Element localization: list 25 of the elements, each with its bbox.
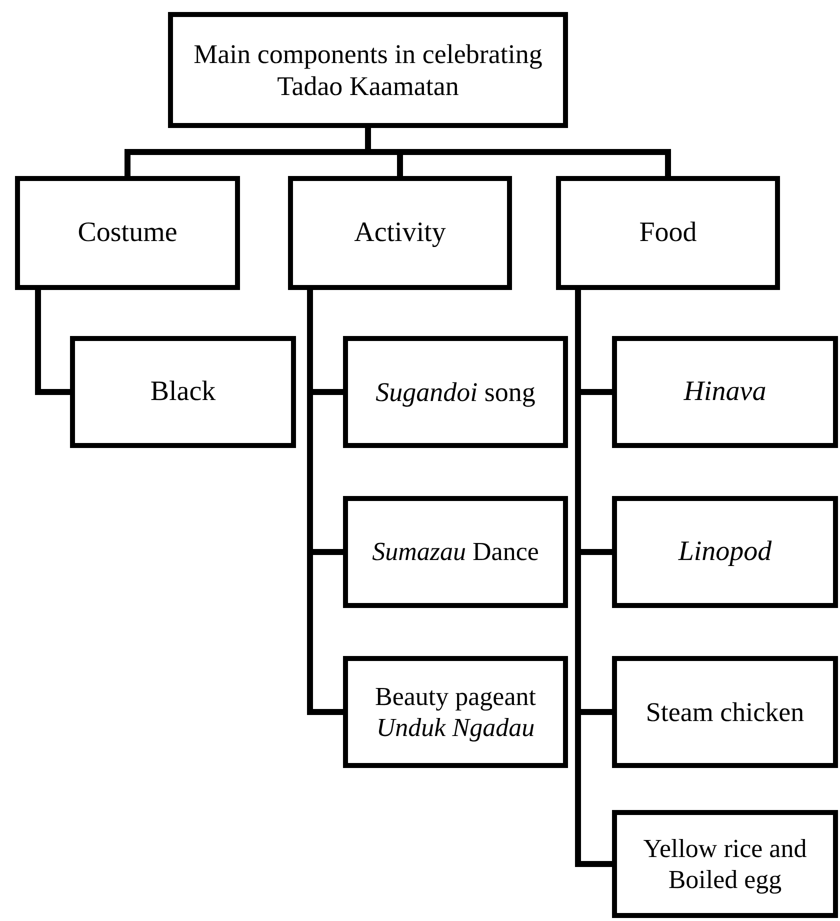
box-label: Steam chicken: [646, 696, 804, 728]
category-box: [612, 656, 838, 768]
box-label: Sugandoi song: [376, 376, 536, 408]
box-label: Sumazau Dance: [372, 536, 539, 568]
box-label: Hinava: [684, 375, 766, 409]
category-box: [556, 176, 780, 290]
box-label: Black: [150, 375, 216, 409]
category-box: [343, 656, 568, 768]
box-label: Costume: [78, 216, 178, 250]
category-box: [343, 336, 568, 448]
category-box: [288, 176, 512, 290]
category-box: [70, 336, 296, 448]
connector-line: [35, 290, 70, 395]
box-label: Main components in celebrating Tadao Kaamatan: [192, 38, 544, 102]
box-label: Activity: [354, 216, 446, 250]
category-box: [612, 336, 838, 448]
box-label: Food: [639, 216, 697, 250]
category-box: [15, 176, 240, 290]
category-box: [612, 810, 838, 918]
box-label: Beauty pageant Unduk Ngadau: [374, 680, 537, 744]
category-box: [612, 496, 838, 608]
category-box: [343, 496, 568, 608]
box-label: Linopod: [678, 535, 772, 569]
category-box: [168, 12, 568, 128]
box-label: Yellow rice and Boiled egg: [642, 832, 808, 896]
